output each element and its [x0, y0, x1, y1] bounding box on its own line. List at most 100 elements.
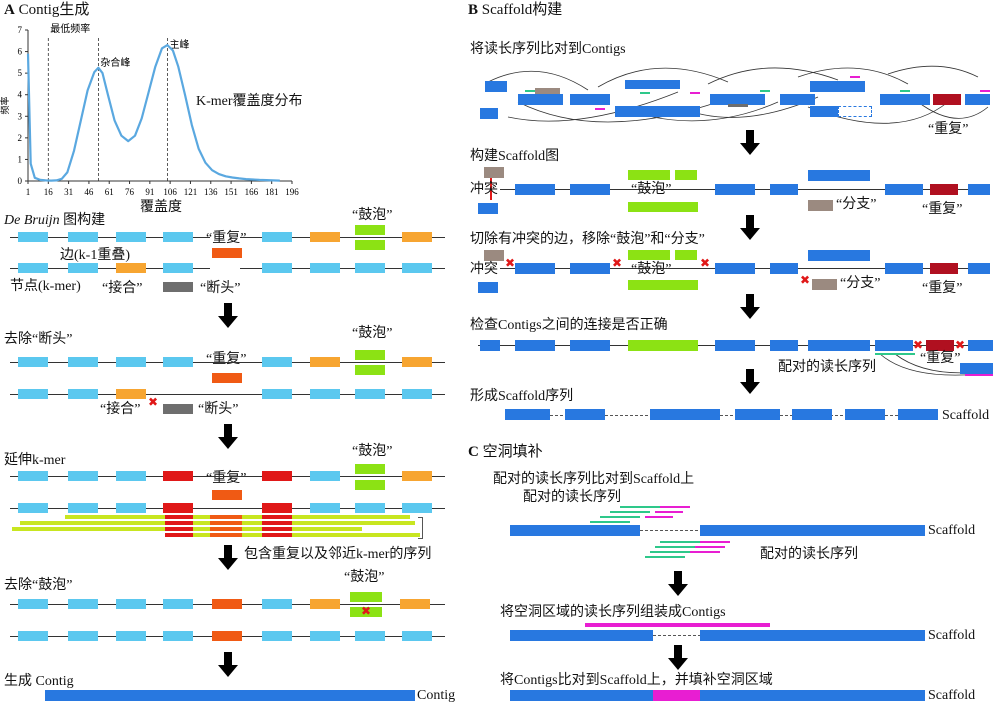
bubble-label-1: “鼓泡”: [352, 208, 393, 223]
x-tick-label: 151: [224, 187, 238, 197]
panel-a-letter: A: [4, 2, 15, 18]
down-arrow-b2: [740, 215, 760, 241]
branch-label-1: “分支”: [836, 197, 877, 212]
check-cut-icon-2: ✖: [955, 338, 966, 352]
down-arrow-b4: [740, 369, 760, 395]
tip-label-2: “断头”: [198, 402, 239, 417]
x-tick-label: 181: [265, 187, 279, 197]
chart-title: K-mer覆盖度分布: [196, 94, 303, 109]
down-arrow-a3: [218, 545, 238, 571]
step-contig: 生成 Contig: [4, 674, 74, 689]
y-tick-label: 5: [18, 68, 23, 78]
y-tick-label: 4: [18, 90, 23, 100]
x-tick-label: 46: [84, 187, 94, 197]
panel-c-title: C 空洞填补: [468, 445, 543, 460]
node-label: 节点(k-mer): [10, 279, 81, 294]
junction-label-1: “接合”: [102, 281, 143, 296]
cut-icon-3: ✖: [700, 256, 711, 270]
step-fill: 将Contigs比对到Scaffold上，并填补空洞区域: [500, 673, 773, 688]
panel-a-title-text: Contig生成: [18, 2, 90, 18]
seq-label: 包含重复以及邻近k-mer的序列: [244, 547, 432, 562]
repeat-label-3: “重复”: [206, 471, 247, 486]
step-graph: 构建Scaffold图: [470, 149, 560, 164]
step-align-b: 将读长序列比对到Contigs: [470, 42, 626, 57]
paired-reads-c2: 配对的读长序列: [760, 547, 858, 562]
tip-label-1: “断头”: [200, 281, 241, 296]
scaffold-label-c3: Scaffold: [928, 688, 976, 703]
y-tick-label: 1: [18, 154, 23, 164]
down-arrow-a1: [218, 303, 238, 329]
repeat-label-2: “重复”: [206, 352, 247, 367]
paired-reads-b: 配对的读长序列: [778, 360, 876, 375]
panel-a-title: A Contig生成: [4, 3, 89, 18]
conflict-label-1: 冲突: [470, 182, 498, 197]
edge-label: 边(k-1重叠): [60, 248, 130, 263]
y-axis-label: 频率: [0, 96, 10, 114]
down-arrow-c2: [668, 645, 688, 671]
repeat-label-b2: “重复”: [922, 202, 963, 217]
panel-c-title-text: 空洞填补: [482, 444, 543, 460]
x-tick-label: 106: [163, 187, 177, 197]
contig-label: Contig: [417, 688, 456, 703]
step-extend: 延伸k-mer: [4, 453, 66, 468]
scaffold-label-c2: Scaffold: [928, 628, 976, 643]
db-heading-italic: De Bruijn: [4, 213, 60, 228]
panel-c-letter: C: [468, 444, 479, 460]
bubble-label-3: “鼓泡”: [352, 444, 393, 459]
step-check: 检查Contigs之间的连接是否正确: [470, 318, 668, 333]
x-tick-label: 76: [125, 187, 135, 197]
repeat-label-b1: “重复”: [928, 122, 969, 137]
y-tick-label: 0: [18, 176, 23, 186]
bubble-label-b1: “鼓泡”: [631, 182, 672, 197]
panel-b-title: B Scaffold构建: [468, 3, 562, 18]
chart-x-label: 覆盖度: [140, 200, 182, 215]
cut-icon-1: ✖: [505, 256, 516, 270]
repeat-label-1: “重复”: [206, 231, 247, 246]
step-remove-tip: 去除“断头”: [4, 332, 73, 347]
coverage-line: [26, 44, 280, 182]
scaffold-label-b: Scaffold: [942, 408, 990, 423]
down-arrow-a4: [218, 652, 238, 678]
check-cut-icon-1: ✖: [913, 338, 924, 352]
step-remove-bubble: 去除“鼓泡”: [4, 578, 73, 593]
y-tick-label: 2: [18, 133, 23, 143]
bubble-label-4: “鼓泡”: [344, 570, 385, 585]
paired-reads-c1: 配对的读长序列: [523, 490, 621, 505]
x-tick-label: 61: [105, 187, 114, 197]
down-arrow-b1: [740, 130, 760, 156]
db-heading-text: 图构建: [59, 213, 106, 228]
scaffold-label-c1: Scaffold: [928, 523, 976, 538]
x-tick-label: 91: [145, 187, 154, 197]
cut-icon-2: ✖: [612, 256, 623, 270]
repeat-label-b4: “重复”: [920, 351, 961, 366]
x-tick-label: 121: [184, 187, 198, 197]
panel-b-letter: B: [468, 2, 479, 18]
branch-label-2: “分支”: [840, 276, 881, 291]
x-tick-label: 136: [204, 187, 218, 197]
annotation-label: 主峰: [169, 39, 189, 51]
contig-bar: [45, 690, 415, 701]
conflict-label-2: 冲突: [470, 262, 498, 277]
x-tick-label: 31: [64, 187, 73, 197]
bubble-label-2: “鼓泡”: [352, 326, 393, 341]
down-arrow-a2: [218, 424, 238, 450]
step-align-c: 配对的读长序列比对到Scaffold上: [493, 472, 695, 487]
step-assemble: 将空洞区域的读长序列组装成Contigs: [500, 605, 726, 620]
bubble-cut-icon: ✖: [361, 604, 372, 618]
step-form: 形成Scaffold序列: [470, 389, 574, 404]
annotation-label: 杂合峰: [100, 56, 130, 69]
annotation-label: 最低频率: [50, 22, 90, 35]
down-arrow-c1: [668, 571, 688, 597]
panel-b-title-text: Scaffold构建: [481, 2, 563, 18]
db-heading: De Bruijn 图构建: [4, 214, 105, 228]
cut-icon-4: ✖: [800, 273, 811, 287]
y-tick-label: 3: [18, 111, 23, 121]
junction-label-2: “接合”: [100, 402, 141, 417]
x-tick-label: 166: [245, 187, 259, 197]
repeat-label-b3: “重复”: [922, 281, 963, 296]
x-tick-label: 1: [26, 187, 31, 197]
cut-mark-icon: ✖: [148, 395, 159, 409]
step-cut: 切除有冲突的边，移除“鼓泡”和“分支”: [470, 232, 705, 247]
y-tick-label: 7: [18, 25, 23, 35]
